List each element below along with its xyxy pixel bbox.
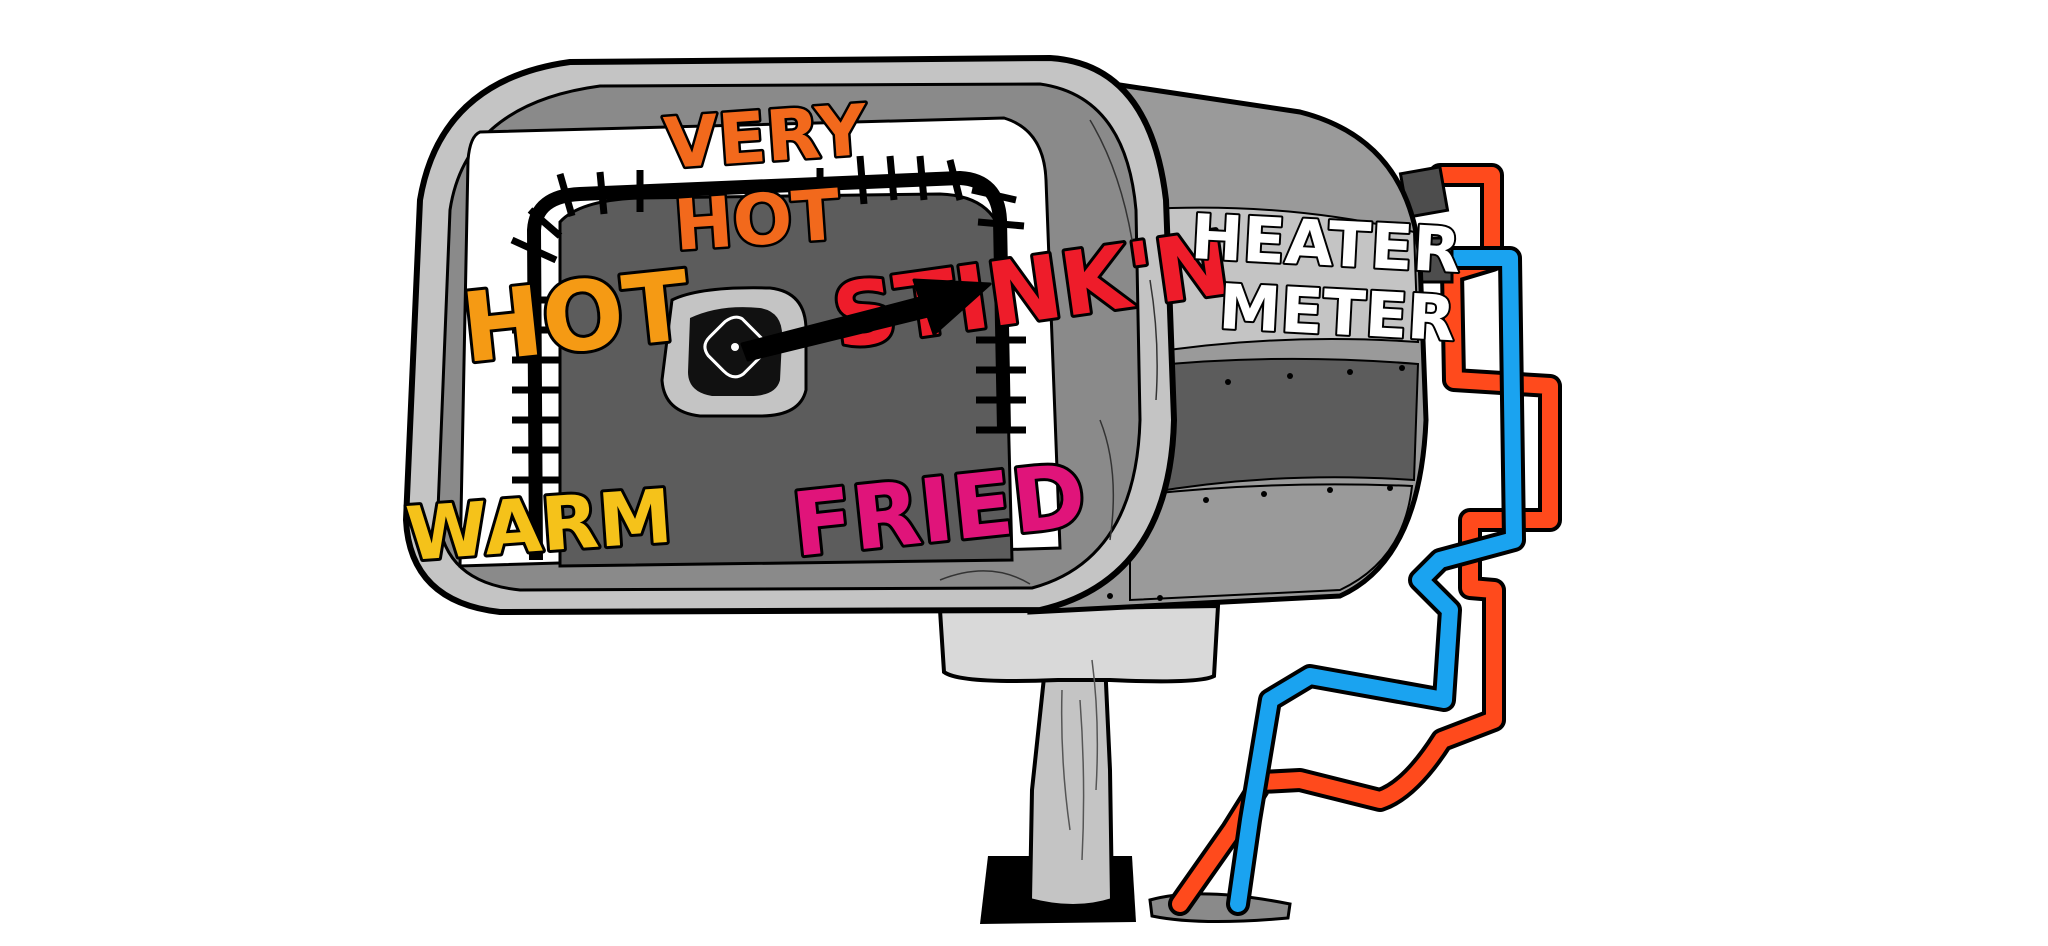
stand [937,603,1221,924]
dial-needle [740,278,992,362]
dial-ticks [510,155,1026,484]
dial-face [458,116,1062,568]
label-very-hot: HOT [671,174,842,267]
stand-sketch-lines [1060,659,1099,861]
housing-sketch-lines [939,119,1158,585]
body-dark-band [1129,357,1420,498]
stand-collar [937,603,1221,684]
label-very: VERY [661,89,870,185]
body-light-band [1129,206,1420,358]
cold-pipe [1226,246,1526,916]
body-lower-band [1129,483,1414,602]
dial-hub-inner [688,307,783,396]
dial-hub-pin [731,343,739,351]
stand-post [1027,638,1115,908]
title-meter: METER [1217,270,1457,355]
title-heater: HEATER [1189,200,1462,287]
label-hot: HOT [457,250,695,385]
heater-meter-title: HEATER METER [1187,198,1464,357]
